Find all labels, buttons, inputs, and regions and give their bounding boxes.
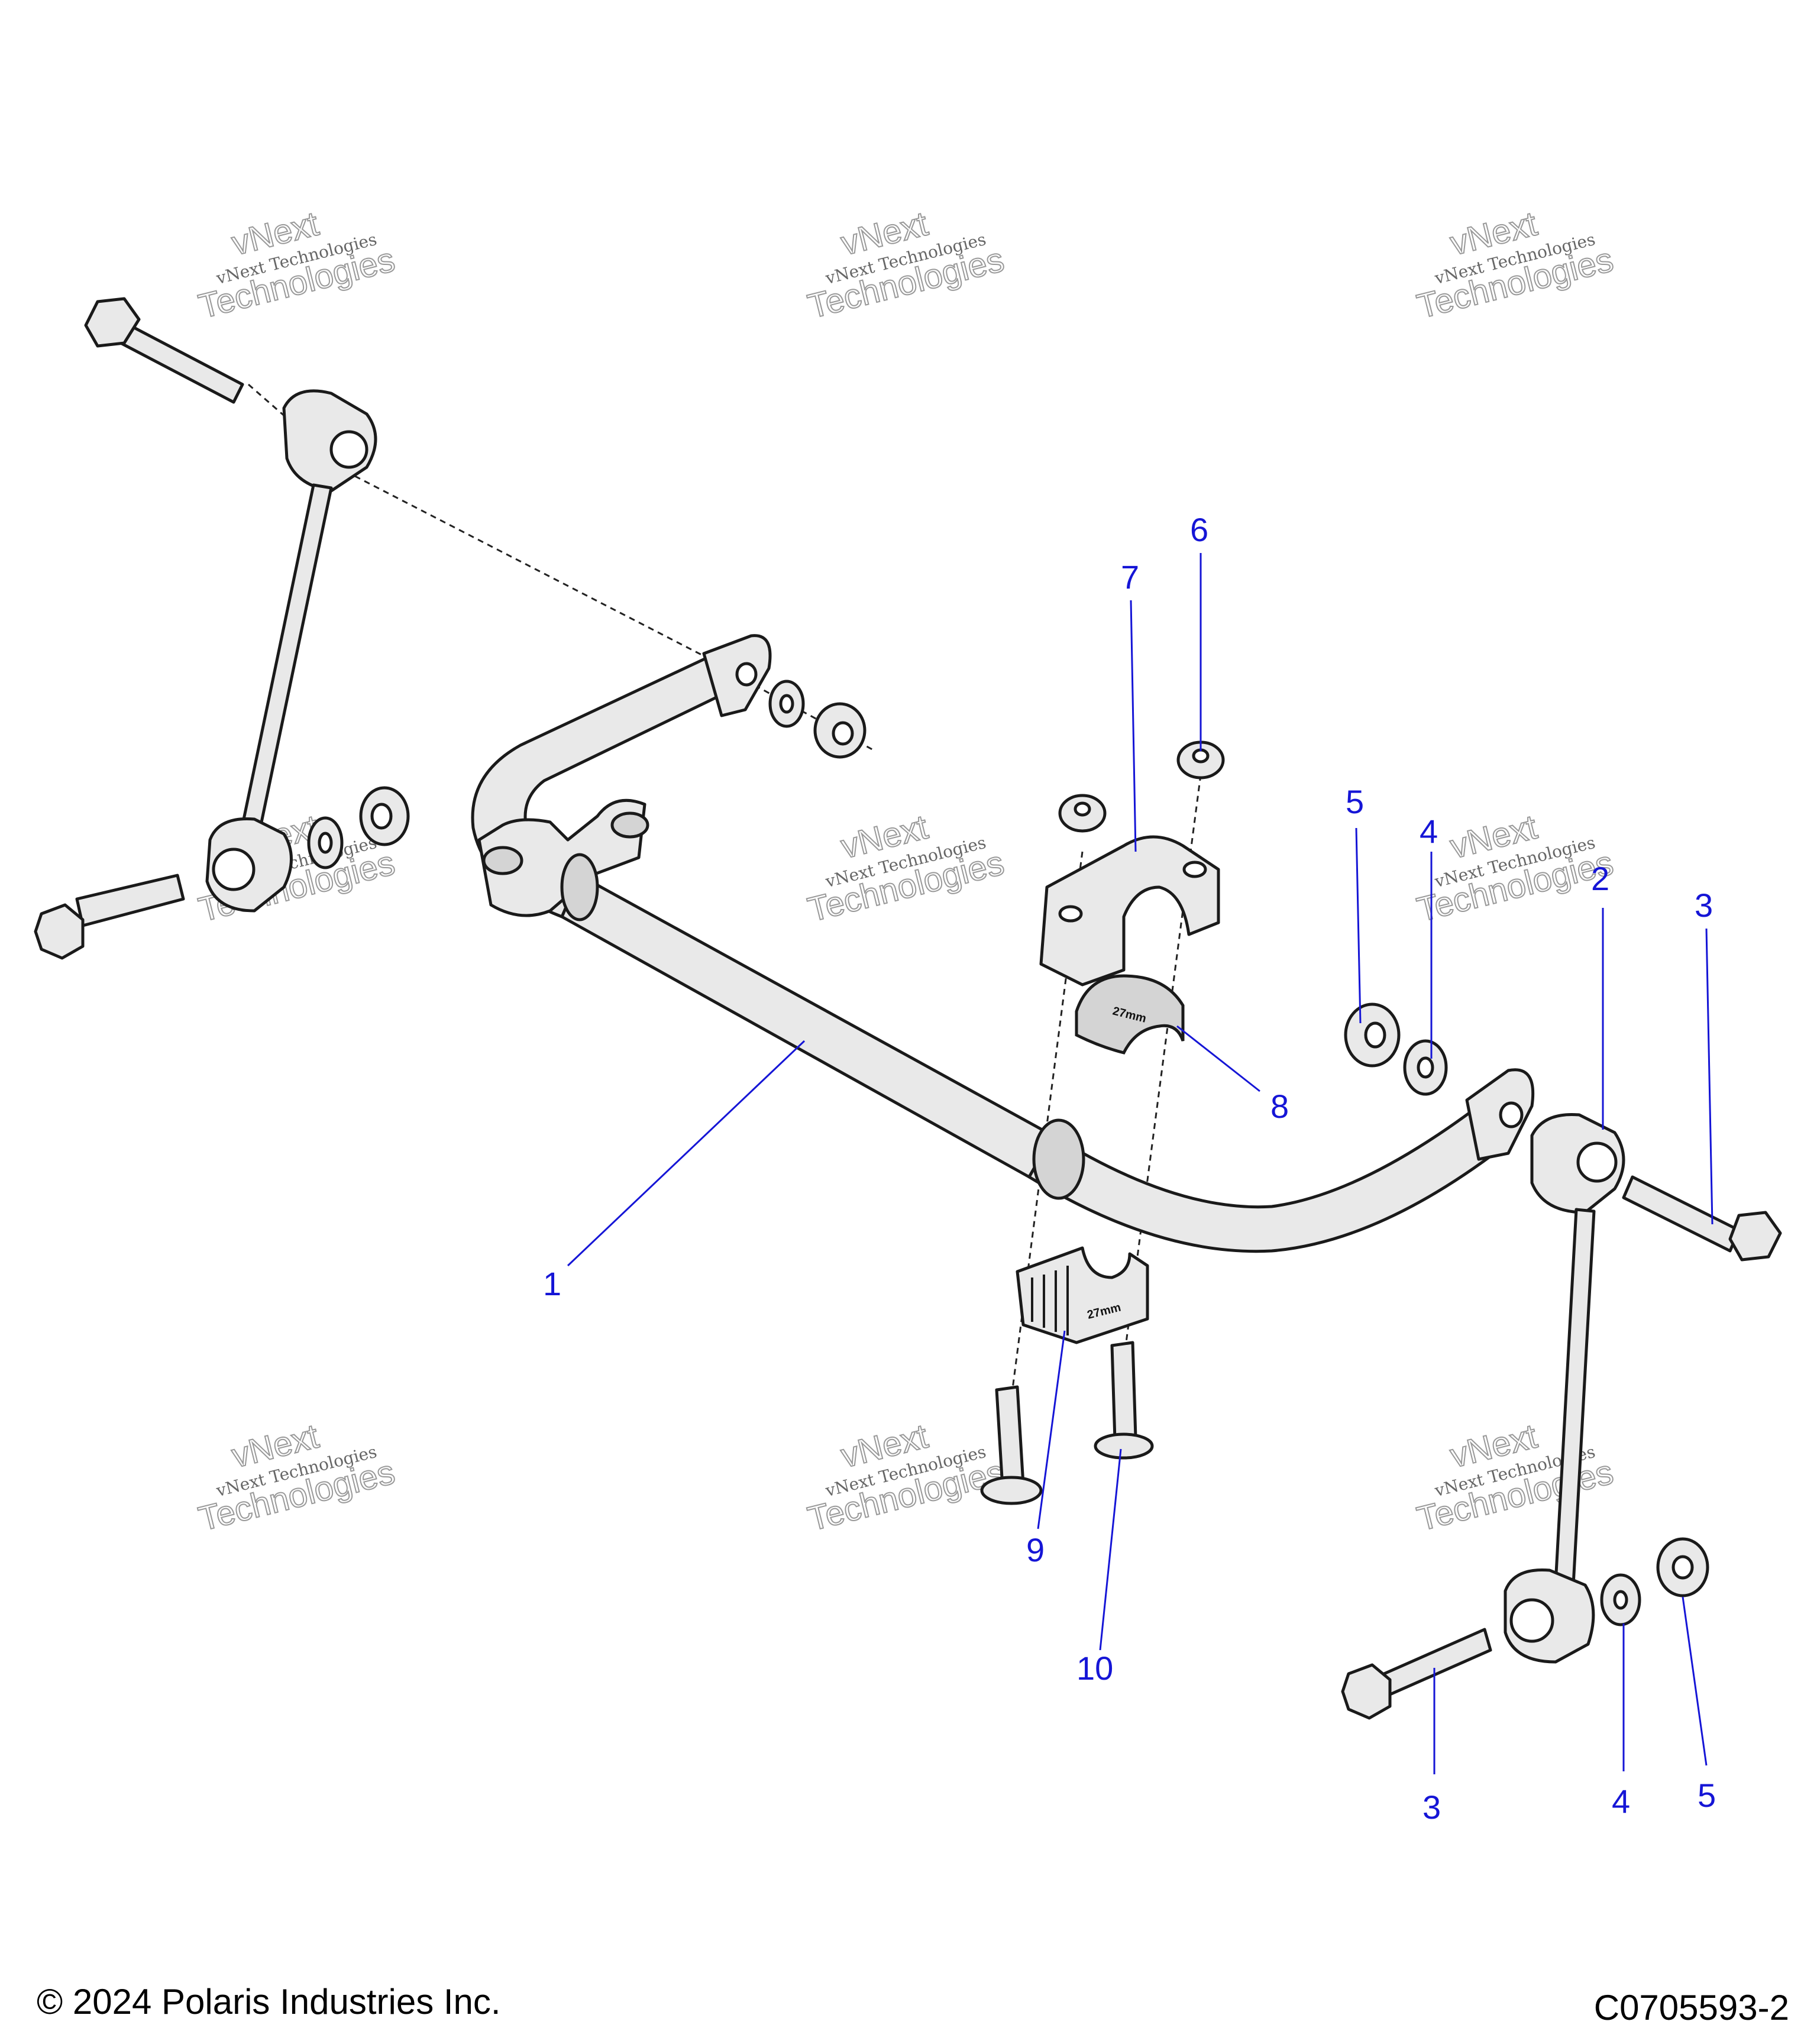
watermark-bottom-left: vNext vNext Technologies Technologies xyxy=(195,1416,399,1540)
stud-left-shank xyxy=(995,1385,1025,1489)
leader-8 xyxy=(1176,1025,1260,1092)
callout-3-upper: 3 xyxy=(1695,887,1713,924)
left-link-nut-hole xyxy=(370,803,393,830)
right-link-top-eye-hole xyxy=(1576,1141,1618,1183)
right-link-bottom-eye-hole xyxy=(1509,1598,1554,1643)
right-upper-bolt-shank xyxy=(1622,1175,1741,1253)
leader-9 xyxy=(1037,1330,1066,1529)
right-lower-bolt-shank xyxy=(1382,1628,1492,1696)
watermark-top-right: vNext vNext Technologies Technologies xyxy=(1413,204,1618,327)
right-link-assembly xyxy=(1341,1002,1782,1720)
clamp-nut-left-hole xyxy=(1074,801,1091,817)
left-top-bolt-head xyxy=(84,297,141,348)
callout-1: 1 xyxy=(543,1265,561,1302)
left-bar-end-hardware xyxy=(768,680,867,759)
lower-bushing-ribs xyxy=(1031,1266,1069,1335)
lower-bushing-half xyxy=(1016,1246,1149,1344)
dash-bar-end-to-nut xyxy=(745,679,876,752)
callout-9: 9 xyxy=(1026,1531,1045,1568)
copyright-notice: © 2024 Polaris Industries Inc. xyxy=(37,1982,501,2022)
leader-7 xyxy=(1130,600,1137,852)
callout-7: 7 xyxy=(1121,558,1139,596)
callout-5-upper: 5 xyxy=(1346,783,1364,820)
clamp-hardware: 27mm 27mm xyxy=(980,740,1225,1505)
right-upper-washer-hole xyxy=(1417,1056,1434,1079)
leader-5-upper xyxy=(1355,827,1362,1024)
callout-5-lower: 5 xyxy=(1698,1777,1716,1814)
callout-4-lower: 4 xyxy=(1612,1783,1630,1820)
clamp-bracket-hole-right xyxy=(1182,861,1207,878)
left-bar-end-nut-hole xyxy=(832,721,854,746)
leader-10 xyxy=(1099,1448,1122,1651)
watermark-bottom-right: vNext vNext Technologies Technologies xyxy=(1413,1416,1618,1540)
stud-right-shank xyxy=(1110,1341,1137,1442)
left-bottom-bolt-head xyxy=(34,903,85,960)
left-bottom-bolt-shank xyxy=(75,874,185,927)
leader-5-lower xyxy=(1682,1596,1708,1766)
right-upper-nut-hole xyxy=(1364,1021,1386,1049)
left-link-top-eye-hole xyxy=(329,430,368,469)
bar-right-bend xyxy=(1027,1104,1504,1253)
stud-right-head xyxy=(1094,1432,1154,1460)
bracket-nut-right xyxy=(610,811,649,839)
leader-1 xyxy=(567,1040,806,1267)
footer: © 2024 Polaris Industries Inc. C0705593-… xyxy=(37,1982,1789,2027)
clamp-bracket-hole-left xyxy=(1058,905,1083,923)
upper-bushing-half xyxy=(1075,974,1185,1055)
callout-2: 2 xyxy=(1591,860,1609,897)
watermark-bottom-center: vNext vNext Technologies Technologies xyxy=(804,1416,1008,1540)
leader-3-upper xyxy=(1705,928,1713,1225)
right-link-rod xyxy=(1554,1208,1596,1587)
watermarks: vNext vNext Technologies Technologies vN… xyxy=(195,204,1618,1540)
bar-main-tube xyxy=(560,874,1055,1179)
left-link-washer-hole xyxy=(318,832,333,854)
left-link-bottom-eye-hole xyxy=(212,848,256,891)
bracket-nut-left xyxy=(482,846,523,875)
callout-10: 10 xyxy=(1076,1650,1113,1687)
drawing-number: C0705593-2 xyxy=(1594,1988,1789,2027)
callout-4-upper: 4 xyxy=(1420,813,1438,850)
callout-8: 8 xyxy=(1270,1088,1289,1125)
dash-link-to-bar-end xyxy=(354,475,740,675)
callout-6: 6 xyxy=(1190,511,1208,548)
leader-lines xyxy=(567,553,1713,1774)
bar-right-eye-hole xyxy=(1499,1101,1524,1128)
right-upper-bolt-head xyxy=(1728,1211,1782,1262)
right-lower-bolt-head xyxy=(1341,1663,1392,1720)
stabilizer-bar xyxy=(471,634,1535,1253)
watermark-top-left: vNext vNext Technologies Technologies xyxy=(195,204,399,327)
bar-bushing-ring xyxy=(1032,1118,1085,1200)
left-bar-end-washer-hole xyxy=(779,694,794,714)
callout-3-lower: 3 xyxy=(1422,1789,1441,1826)
bar-left-eye-hole xyxy=(735,662,758,687)
bracket-body xyxy=(477,798,646,917)
clamp-nut-right-hole xyxy=(1192,748,1210,764)
callout-labels: 1 2 3 4 5 6 7 8 9 10 3 4 5 xyxy=(543,511,1716,1826)
bracket-bushing xyxy=(560,853,599,921)
watermark-mid-center: vNext vNext Technologies Technologies xyxy=(804,807,1008,930)
right-lower-washer-hole xyxy=(1613,1590,1628,1610)
left-link-rod xyxy=(241,483,333,830)
clamp-bracket xyxy=(1039,835,1220,987)
watermark-top-center: vNext vNext Technologies Technologies xyxy=(804,204,1008,327)
stud-left-head xyxy=(980,1476,1043,1505)
right-lower-nut-hole xyxy=(1671,1555,1694,1580)
assembled-bracket xyxy=(477,798,649,921)
left-link-assembly xyxy=(34,297,410,960)
